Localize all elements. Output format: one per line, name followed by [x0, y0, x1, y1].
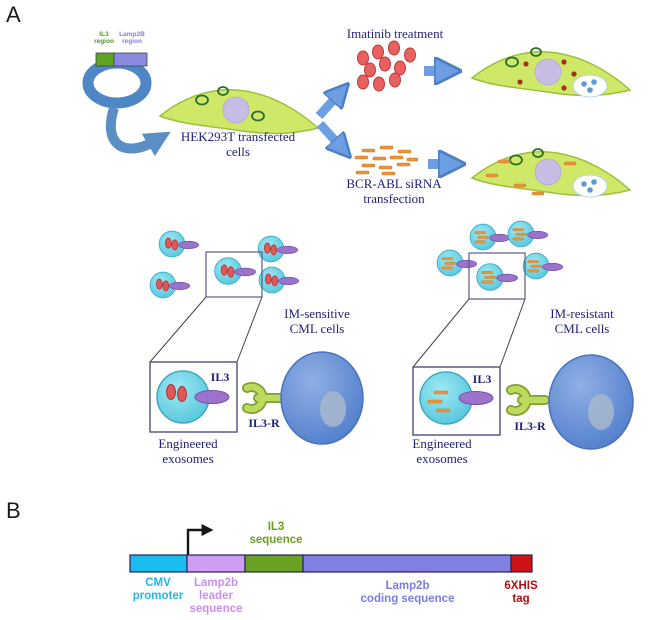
- lamp2b-coding-label: Lamp2b coding sequence: [360, 580, 455, 606]
- plasmid-lamp2b-insert: [113, 52, 148, 67]
- exosome-icon: [507, 220, 549, 248]
- plasmid-lamp2b-region-label: Lamp2B region: [119, 31, 145, 45]
- panel-b-label: B: [6, 498, 21, 523]
- sirna-transfected-cell-icon: [471, 148, 631, 198]
- exosome-icon: [214, 257, 257, 285]
- exosome-icon: [158, 230, 200, 258]
- lamp2b-leader-label: Lamp2b leader sequence: [189, 577, 243, 616]
- im-resistant-label: IM-resistant CML cells: [550, 306, 614, 337]
- panel-a-label: A: [6, 2, 21, 27]
- cml-cell-icon: [548, 354, 634, 450]
- engineered-exosomes-label: Engineered exosomes: [412, 436, 472, 467]
- exosome-icon: [257, 235, 299, 263]
- exosome-icon: [436, 249, 478, 277]
- exosome-icon: [522, 252, 564, 280]
- cml-cell-icon: [280, 351, 364, 445]
- nucleus-icon: [320, 391, 346, 427]
- segment-his-tag: [510, 554, 533, 573]
- his-tag-label: 6XHIS tag: [504, 580, 538, 606]
- imatinib-particles-icon: [357, 40, 416, 92]
- plasmid-il3-insert: [95, 52, 115, 67]
- nucleus-icon: [588, 394, 614, 430]
- exosome-vesicle-icon: [572, 174, 608, 198]
- exosome-icon: [476, 263, 519, 291]
- segment-il3-sequence: [244, 554, 304, 573]
- segment-lamp2b-coding: [302, 554, 512, 573]
- exosome-icon: [469, 223, 511, 251]
- sirna-dashes: [485, 159, 577, 196]
- im-sensitive-label: IM-sensitive CML cells: [284, 306, 350, 337]
- il3r-label: IL3-R: [514, 419, 546, 433]
- exosome-icon: [258, 266, 300, 294]
- construct-bar: [129, 554, 533, 573]
- engineered-exosomes-label: Engineered exosomes: [158, 436, 218, 467]
- imatinib-treated-cell-icon: [471, 47, 631, 98]
- imatinib-dots: [517, 59, 577, 91]
- hek293t-label: HEK293T transfected cells: [180, 129, 296, 160]
- branch-arrows-icon: [315, 95, 340, 146]
- il3-ligand-icon: [458, 391, 494, 405]
- nucleus-icon: [222, 96, 250, 124]
- transcription-start-arrow-icon: [186, 524, 214, 558]
- il3-receptor-icon: [506, 384, 550, 416]
- il3-label: IL3: [472, 372, 492, 386]
- exosome-vesicle-icon: [572, 74, 608, 98]
- il3-label: IL3: [210, 370, 230, 384]
- transfection-curved-arrow-icon: [105, 106, 171, 157]
- segment-cmv-promoter: [129, 554, 188, 573]
- plasmid-icon: [82, 52, 152, 109]
- plasmid-il3-region-label: IL3 region: [94, 31, 114, 45]
- imatinib-label: Imatinib treatment: [346, 26, 444, 41]
- il3-ligand-icon: [194, 390, 230, 404]
- sirna-label: BCR-ABL siRNA transfection: [346, 176, 442, 207]
- magnified-exosome-icon: [156, 370, 230, 424]
- il3-receptor-icon: [242, 382, 286, 414]
- sirna-particles-icon: [354, 145, 419, 176]
- segment-lamp2b-leader: [186, 554, 246, 573]
- cmv-promoter-label: CMV promoter: [132, 577, 184, 603]
- il3r-label: IL3-R: [248, 416, 280, 430]
- left-exosome-group: [149, 230, 364, 445]
- exosome-icon: [149, 271, 191, 299]
- zoom-box-small: [205, 251, 263, 298]
- right-exosome-group: [412, 220, 634, 450]
- il3-sequence-label: IL3 sequence: [249, 521, 303, 547]
- hek293t-cell-icon: [159, 86, 319, 135]
- zoom-box-small: [468, 252, 526, 300]
- magnified-exosome-icon: [419, 371, 494, 425]
